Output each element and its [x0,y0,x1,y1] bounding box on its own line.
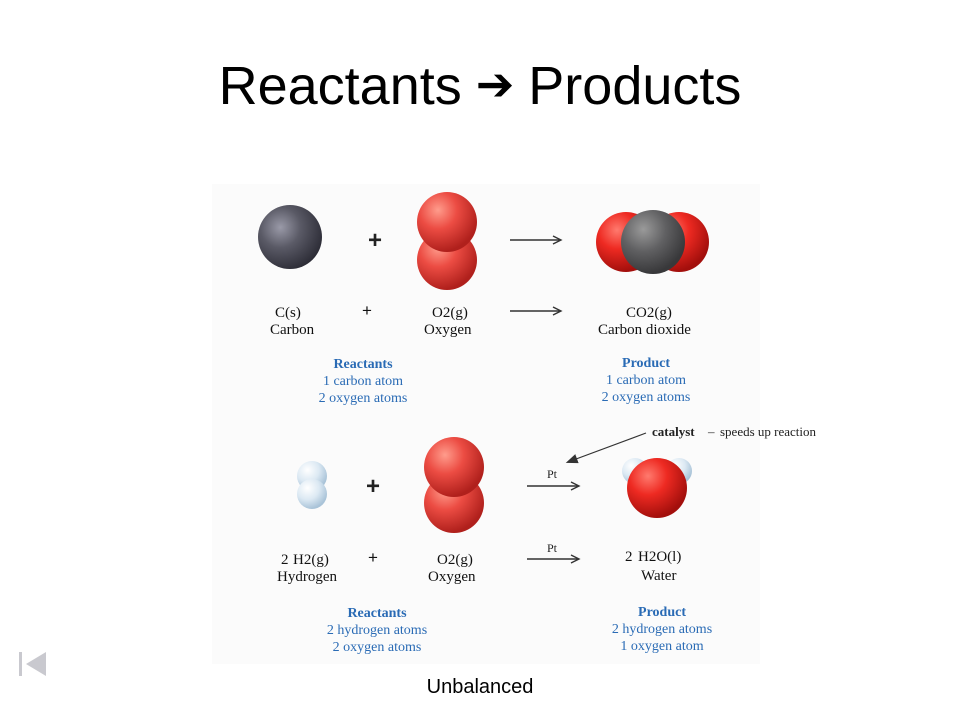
plus-sign: + [368,227,382,254]
product-heading: Product [638,605,686,620]
reactant2-name: Oxygen [428,569,476,585]
product-name: Water [641,568,676,584]
hydrogen-molecule-model [297,461,327,509]
reactant1-name: Hydrogen [277,569,337,585]
footer-caption: Unbalanced [426,676,534,698]
reactants-line: 1 carbon atom [323,374,403,389]
plus-sign: + [366,473,380,500]
reactant1-name: Carbon [270,322,315,338]
oxygen-molecule-model [417,192,477,290]
title-reactants: Reactants [218,56,462,116]
catalyst-pointer-arrow [565,432,647,464]
reactant1-formula: H2(g) [293,552,329,568]
product-line: 2 hydrogen atoms [612,622,712,637]
first-slide-button[interactable] [18,650,48,678]
reaction-arrow [510,306,563,316]
reactants-line: 2 oxygen atoms [319,391,408,406]
reactants-line: 2 oxygen atoms [333,640,422,655]
product-coefficient: 2 [625,549,633,565]
carbon-dioxide-molecule-model [596,210,709,274]
oxygen-molecule-model [424,437,484,533]
reactants-line: 2 hydrogen atoms [327,623,427,638]
product-formula: H2O(l) [638,549,681,565]
plus-sign: + [362,301,372,320]
reactant2-name: Oxygen [424,322,472,338]
reactants-heading: Reactants [347,606,407,621]
product-heading: Product [622,356,670,371]
catalyst-dash: – [707,424,715,439]
first-slide-icon [19,652,46,676]
reactants-heading: Reactants [333,357,393,372]
right-arrow-icon: ➔ [475,58,515,110]
reaction-arrow [527,481,581,491]
plus-sign: + [368,548,378,567]
catalyst-label: Pt [547,467,558,481]
product-name: Carbon dioxide [598,322,691,338]
title-products: Products [528,56,742,116]
reaction-arrow [510,235,563,245]
reactant1-coefficient: 2 [281,552,289,568]
reactant1-formula: C(s) [275,305,301,321]
product-formula: CO2(g) [626,305,672,321]
product-line: 1 oxygen atom [620,639,703,654]
product-line: 1 carbon atom [606,373,686,388]
reactant2-formula: O2(g) [432,305,468,321]
product-line: 2 oxygen atoms [602,390,691,405]
reaction-arrow [527,554,581,564]
slide-title: Reactants➔Products [0,55,960,117]
reactant2-formula: O2(g) [437,552,473,568]
catalyst-description: speeds up reaction [720,424,817,439]
catalyst-annotation: catalyst – speeds up reaction [652,424,817,439]
catalyst-term: catalyst [652,424,695,439]
carbon-atom-model [258,205,322,269]
water-molecule-model [622,458,692,518]
catalyst-label: Pt [547,541,558,555]
